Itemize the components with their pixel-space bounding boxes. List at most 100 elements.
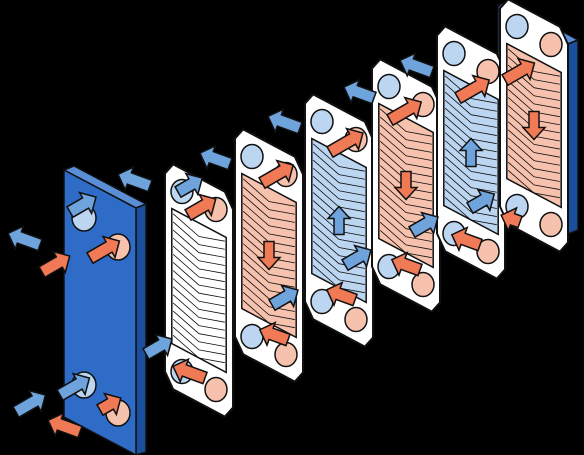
flow-up-arrow [458, 137, 484, 168]
corrugation-line [444, 188, 497, 217]
corrugation-line [312, 248, 365, 277]
corrugation-line [172, 310, 225, 339]
corrugation-line [379, 181, 432, 210]
corrugation-line [444, 197, 497, 226]
hot-in-arrow [37, 250, 71, 279]
corrugation-line [507, 137, 560, 166]
hot-out-arrow [258, 321, 292, 348]
plate-1 [164, 163, 234, 418]
corrugation-line [172, 221, 225, 250]
corrugation-line [242, 291, 295, 320]
hot-in-arrow [385, 96, 423, 127]
cold-out-arrow [267, 107, 304, 135]
hot-out-arrow [500, 206, 524, 233]
corrugation-line [172, 318, 225, 347]
cold-in-arrow [267, 284, 299, 312]
cold-out-arrow [342, 78, 378, 105]
flow-down-arrow [256, 240, 282, 271]
corrugation-line [242, 202, 295, 231]
corrugation-line [172, 254, 225, 283]
corrugation-line [379, 124, 432, 153]
corrugation-line [172, 302, 225, 331]
hot-in-arrow [325, 127, 364, 159]
corrugation-line [242, 259, 295, 288]
hot-out-arrow [325, 281, 359, 308]
corrugation-line [172, 294, 225, 323]
corrugation-line [444, 156, 497, 185]
corrugation-line [242, 210, 295, 239]
corrugation-line [312, 159, 365, 188]
plate-port [310, 108, 334, 135]
plate-port [344, 306, 368, 333]
flow-down-arrow [393, 170, 419, 201]
plate-port [476, 238, 500, 265]
corrugation-line [312, 167, 365, 196]
cold-out-arrow [198, 144, 234, 171]
corrugation-line [507, 80, 560, 109]
corrugation-line [172, 278, 225, 307]
corrugation-line [312, 151, 365, 180]
corrugation-line [312, 175, 365, 204]
corrugation-line [172, 229, 225, 258]
corrugation-line [444, 164, 497, 193]
plate-stack [164, 0, 569, 418]
plate-6 [499, 0, 569, 253]
plate-port [505, 13, 529, 40]
plate-port [240, 323, 264, 350]
hot-out-arrow [450, 226, 484, 253]
corrugation-line [444, 148, 497, 177]
corrugation-line [507, 48, 560, 77]
hot-in-arrow [453, 74, 491, 105]
plate-port [411, 271, 435, 298]
corrugation-line [379, 132, 432, 161]
corrugation-line [444, 75, 497, 104]
plate-port [240, 143, 264, 170]
plate-port [377, 73, 401, 100]
plate-port [539, 211, 563, 238]
corrugation-line [507, 56, 560, 85]
hot-in-arrow [183, 193, 217, 222]
flow-up-arrow [326, 205, 352, 236]
corrugation-line [172, 245, 225, 274]
corrugation-line [379, 116, 432, 145]
corrugation-line [507, 145, 560, 174]
flow-down-arrow [521, 110, 547, 141]
corrugation-line [242, 300, 295, 329]
cold-in-arrow [11, 389, 47, 419]
corrugation-line [312, 143, 365, 172]
cold-out-arrow [117, 165, 154, 193]
cold-out-arrow [399, 51, 436, 79]
corrugation-line [172, 335, 225, 364]
plate-3 [304, 93, 374, 348]
corrugation-line [444, 83, 497, 112]
corrugation-line [312, 240, 365, 269]
cold-in-arrow [141, 333, 173, 361]
corrugation-line [507, 153, 560, 182]
corrugation-line [242, 251, 295, 280]
corrugation-line [172, 213, 225, 242]
hot-in-arrow [85, 235, 121, 265]
corrugation-line [172, 262, 225, 291]
corrugation-line [172, 237, 225, 266]
corrugation-line [172, 270, 225, 299]
corrugation-line [242, 194, 295, 223]
corrugation-line [507, 161, 560, 190]
cold-in-arrow [340, 244, 372, 272]
cold-out-arrow [7, 224, 44, 252]
corrugation-line [507, 129, 560, 158]
cold-in-arrow [465, 188, 496, 215]
hot-out-arrow [172, 357, 209, 385]
hot-in-arrow [95, 392, 122, 417]
plate-port [204, 376, 228, 403]
corrugation-line [444, 107, 497, 136]
corrugation-line [312, 216, 365, 245]
corrugation-line [379, 213, 432, 242]
cold-in-arrow [173, 172, 204, 199]
corrugation-line [242, 178, 295, 207]
corrugation-line [172, 286, 225, 315]
corrugation-line [379, 140, 432, 169]
cold-in-arrow [65, 191, 97, 219]
corrugation-line [312, 256, 365, 285]
